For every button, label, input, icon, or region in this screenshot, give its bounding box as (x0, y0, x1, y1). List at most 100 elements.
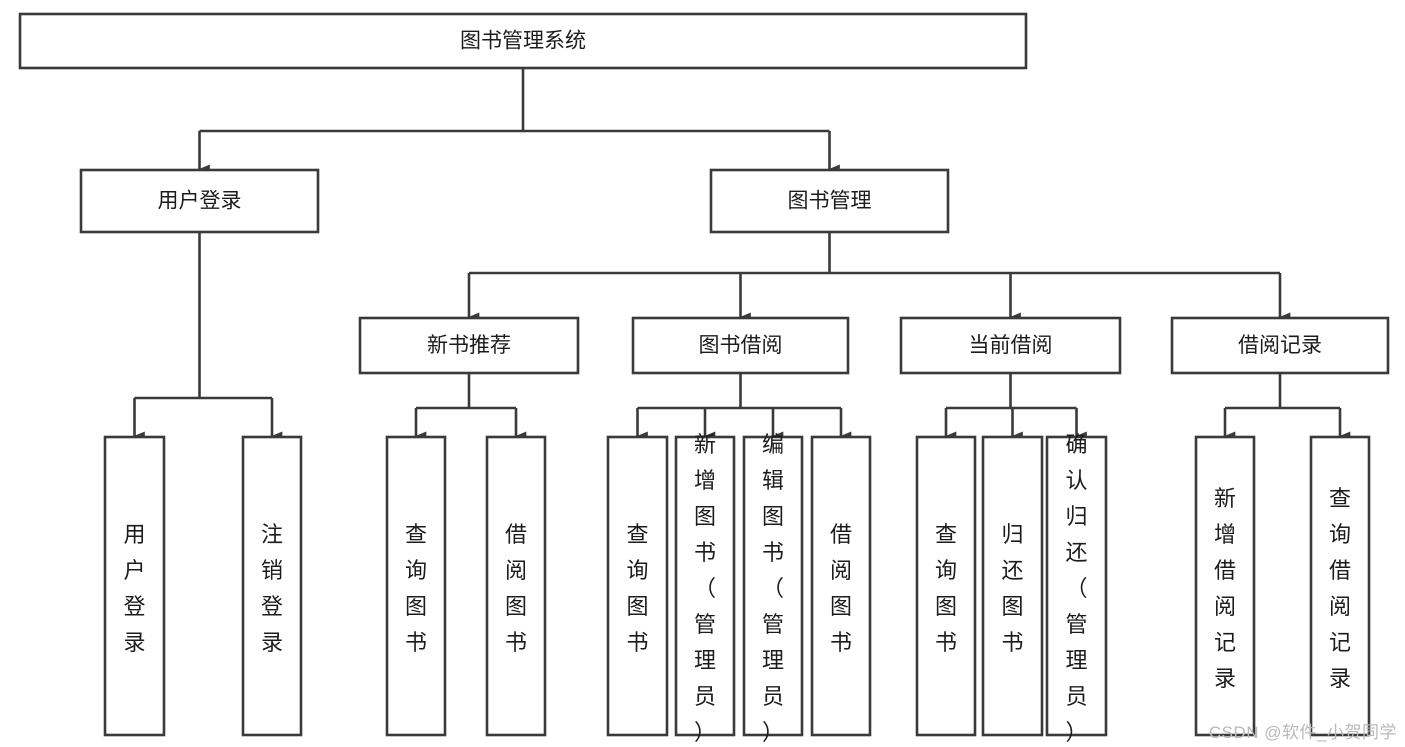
svg-text:书: 书 (405, 630, 427, 655)
svg-text:询: 询 (626, 558, 648, 583)
svg-text:还: 还 (1065, 540, 1087, 565)
svg-text:销: 销 (261, 558, 283, 583)
svg-text:录: 录 (1214, 666, 1236, 691)
svg-text:录: 录 (123, 630, 145, 655)
node-box-leaf-user-login[interactable] (103, 435, 166, 737)
node-box-leaf-query-book-current[interactable] (915, 435, 977, 737)
svg-text:图: 图 (762, 504, 784, 529)
svg-text:图: 图 (830, 594, 852, 619)
node-label-new-book-recommend: 新书推荐 (427, 334, 511, 357)
node-box-leaf-add-borrow-record[interactable] (1194, 435, 1256, 737)
node-box-book-borrow[interactable] (631, 316, 850, 375)
svg-text:图: 图 (626, 594, 648, 619)
svg-text:新: 新 (1214, 486, 1236, 511)
svg-text:录: 录 (261, 630, 283, 655)
svg-text:查: 查 (935, 522, 957, 547)
node-label-book-borrow: 图书借阅 (699, 334, 783, 357)
svg-text:用: 用 (123, 522, 145, 547)
svg-text:借: 借 (1214, 558, 1236, 583)
svg-text:阅: 阅 (505, 558, 527, 583)
svg-text:询: 询 (935, 558, 957, 583)
svg-text:图: 图 (935, 594, 957, 619)
svg-text:查: 查 (1329, 486, 1351, 511)
svg-text:）: ） (694, 720, 716, 745)
svg-text:理: 理 (1065, 648, 1087, 673)
svg-text:归: 归 (1065, 504, 1087, 529)
svg-text:书: 书 (935, 630, 957, 655)
svg-text:询: 询 (405, 558, 427, 583)
svg-text:书: 书 (505, 630, 527, 655)
svg-text:管: 管 (762, 612, 784, 637)
svg-text:（: （ (1065, 576, 1087, 601)
svg-text:借: 借 (830, 522, 852, 547)
node-box-leaf-query-book-recommend[interactable] (385, 435, 447, 737)
svg-text:理: 理 (762, 648, 784, 673)
svg-text:（: （ (762, 576, 784, 601)
node-label-user-login: 用户登录 (158, 190, 242, 213)
svg-text:查: 查 (626, 522, 648, 547)
node-box-leaf-borrow-book-recommend[interactable] (485, 435, 547, 737)
svg-text:注: 注 (261, 522, 283, 547)
node-box-leaf-logout[interactable] (241, 435, 303, 737)
svg-text:员: 员 (1065, 684, 1087, 709)
svg-text:书: 书 (762, 540, 784, 565)
svg-text:图: 图 (694, 504, 716, 529)
svg-text:确: 确 (1065, 432, 1087, 457)
svg-text:）: ） (762, 720, 784, 745)
node-labels-layer: 图书管理系统用户登录图书管理新书推荐图书借阅当前借阅借阅记录用户登录注销登录查询… (123, 30, 1351, 746)
node-box-leaf-confirm-return-admin[interactable] (1045, 435, 1108, 737)
node-label-leaf-user-login: 用户登录 (123, 522, 145, 655)
svg-text:借: 借 (505, 522, 527, 547)
node-box-book-management[interactable] (709, 168, 950, 234)
node-box-leaf-edit-book-admin[interactable] (742, 435, 804, 737)
svg-text:编: 编 (762, 432, 784, 457)
node-box-leaf-borrow-book[interactable] (810, 435, 872, 737)
svg-text:）: ） (1065, 720, 1087, 745)
svg-text:图: 图 (1001, 594, 1023, 619)
svg-text:查: 查 (405, 522, 427, 547)
svg-text:录: 录 (1329, 666, 1351, 691)
svg-text:员: 员 (762, 684, 784, 709)
svg-text:询: 询 (1329, 522, 1351, 547)
svg-text:（: （ (694, 576, 716, 601)
svg-text:阅: 阅 (1329, 594, 1351, 619)
svg-text:书: 书 (830, 630, 852, 655)
svg-text:增: 增 (1214, 522, 1236, 547)
node-box-root[interactable] (18, 12, 1028, 70)
node-box-leaf-query-book-borrow[interactable] (606, 435, 669, 737)
node-label-borrow-record: 借阅记录 (1238, 334, 1322, 357)
svg-text:户: 户 (123, 558, 145, 583)
svg-text:阅: 阅 (830, 558, 852, 583)
node-label-current-borrow: 当前借阅 (969, 334, 1053, 357)
svg-text:登: 登 (123, 594, 145, 619)
svg-text:认: 认 (1065, 468, 1087, 493)
connectors-layer (133, 68, 1351, 441)
node-box-user-login[interactable] (79, 168, 320, 234)
svg-text:书: 书 (694, 540, 716, 565)
svg-text:管: 管 (694, 612, 716, 637)
svg-text:新: 新 (694, 432, 716, 457)
node-box-leaf-query-borrow-record[interactable] (1309, 435, 1371, 737)
node-label-book-management: 图书管理 (788, 190, 872, 213)
svg-text:阅: 阅 (1214, 594, 1236, 619)
node-box-new-book-recommend[interactable] (358, 316, 580, 375)
node-box-borrow-record[interactable] (1170, 316, 1390, 375)
node-box-leaf-add-book-admin[interactable] (674, 435, 736, 737)
svg-text:书: 书 (626, 630, 648, 655)
svg-text:理: 理 (694, 648, 716, 673)
svg-text:记: 记 (1214, 630, 1236, 655)
svg-text:借: 借 (1329, 558, 1351, 583)
node-box-leaf-return-book[interactable] (981, 435, 1044, 737)
node-box-current-borrow[interactable] (899, 316, 1122, 375)
node-label-root: 图书管理系统 (460, 30, 586, 53)
